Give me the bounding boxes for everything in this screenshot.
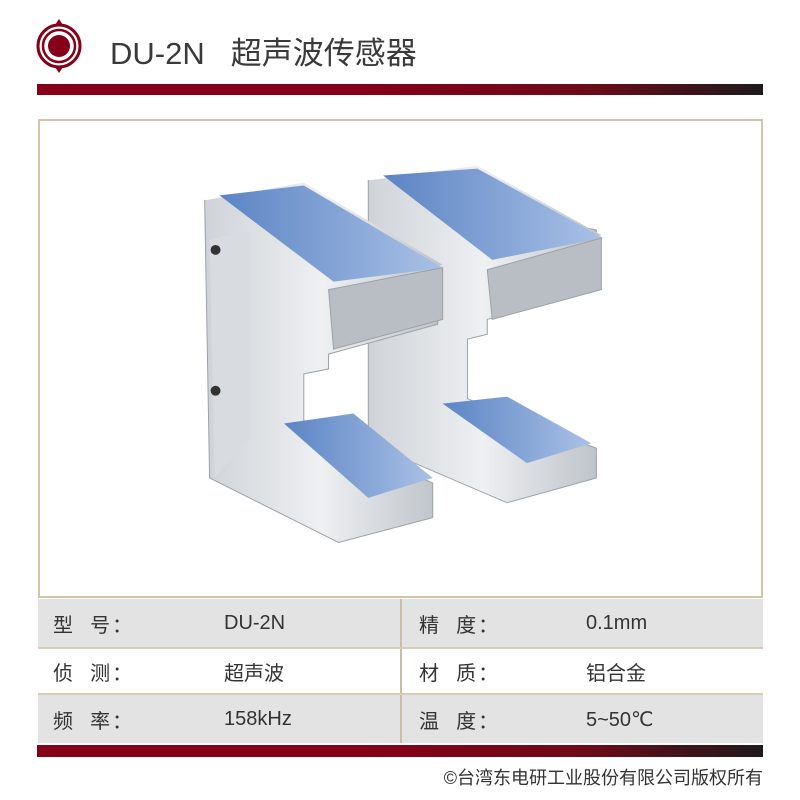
column-divider — [400, 649, 402, 693]
spec-row: 型 号： DU-2N 精 度： 0.1mm — [38, 599, 763, 647]
footer-divider — [37, 745, 763, 757]
column-divider — [400, 599, 402, 647]
spec-row: 频 率： 158kHz 温 度： 5~50℃ — [38, 695, 763, 743]
spec-row: 侦 测： 超声波 材 质： 铝合金 — [38, 647, 763, 695]
spec-value: DU-2N — [224, 611, 286, 634]
sensor-illustration — [204, 165, 604, 543]
page-title: DU-2N 超声波传感器 — [110, 28, 443, 73]
spec-value: 158kHz — [224, 707, 292, 730]
header-divider — [37, 84, 763, 95]
spec-label: 温 度： — [419, 710, 501, 733]
copyright: ©台湾东电研工业股份有限公司版权所有 — [443, 768, 763, 788]
spec-label: 频 率： — [53, 710, 135, 733]
spec-label: 型 号： — [53, 614, 135, 637]
spec-label: 侦 测： — [53, 662, 135, 685]
column-divider — [400, 695, 402, 743]
product-image — [38, 119, 763, 598]
model-name: DU-2N — [110, 36, 205, 71]
spec-value: 5~50℃ — [586, 708, 654, 731]
spec-value: 铝合金 — [586, 662, 646, 685]
spec-value: 超声波 — [224, 662, 284, 685]
brand-logo-icon — [36, 19, 82, 73]
spec-label: 精 度： — [419, 614, 501, 637]
spec-value: 0.1mm — [586, 611, 648, 634]
spec-label: 材 质： — [419, 662, 501, 685]
spec-table: 型 号： DU-2N 精 度： 0.1mm 侦 测： 超声波 材 质： 铝合金 … — [38, 599, 763, 743]
product-type: 超声波传感器 — [230, 36, 417, 71]
